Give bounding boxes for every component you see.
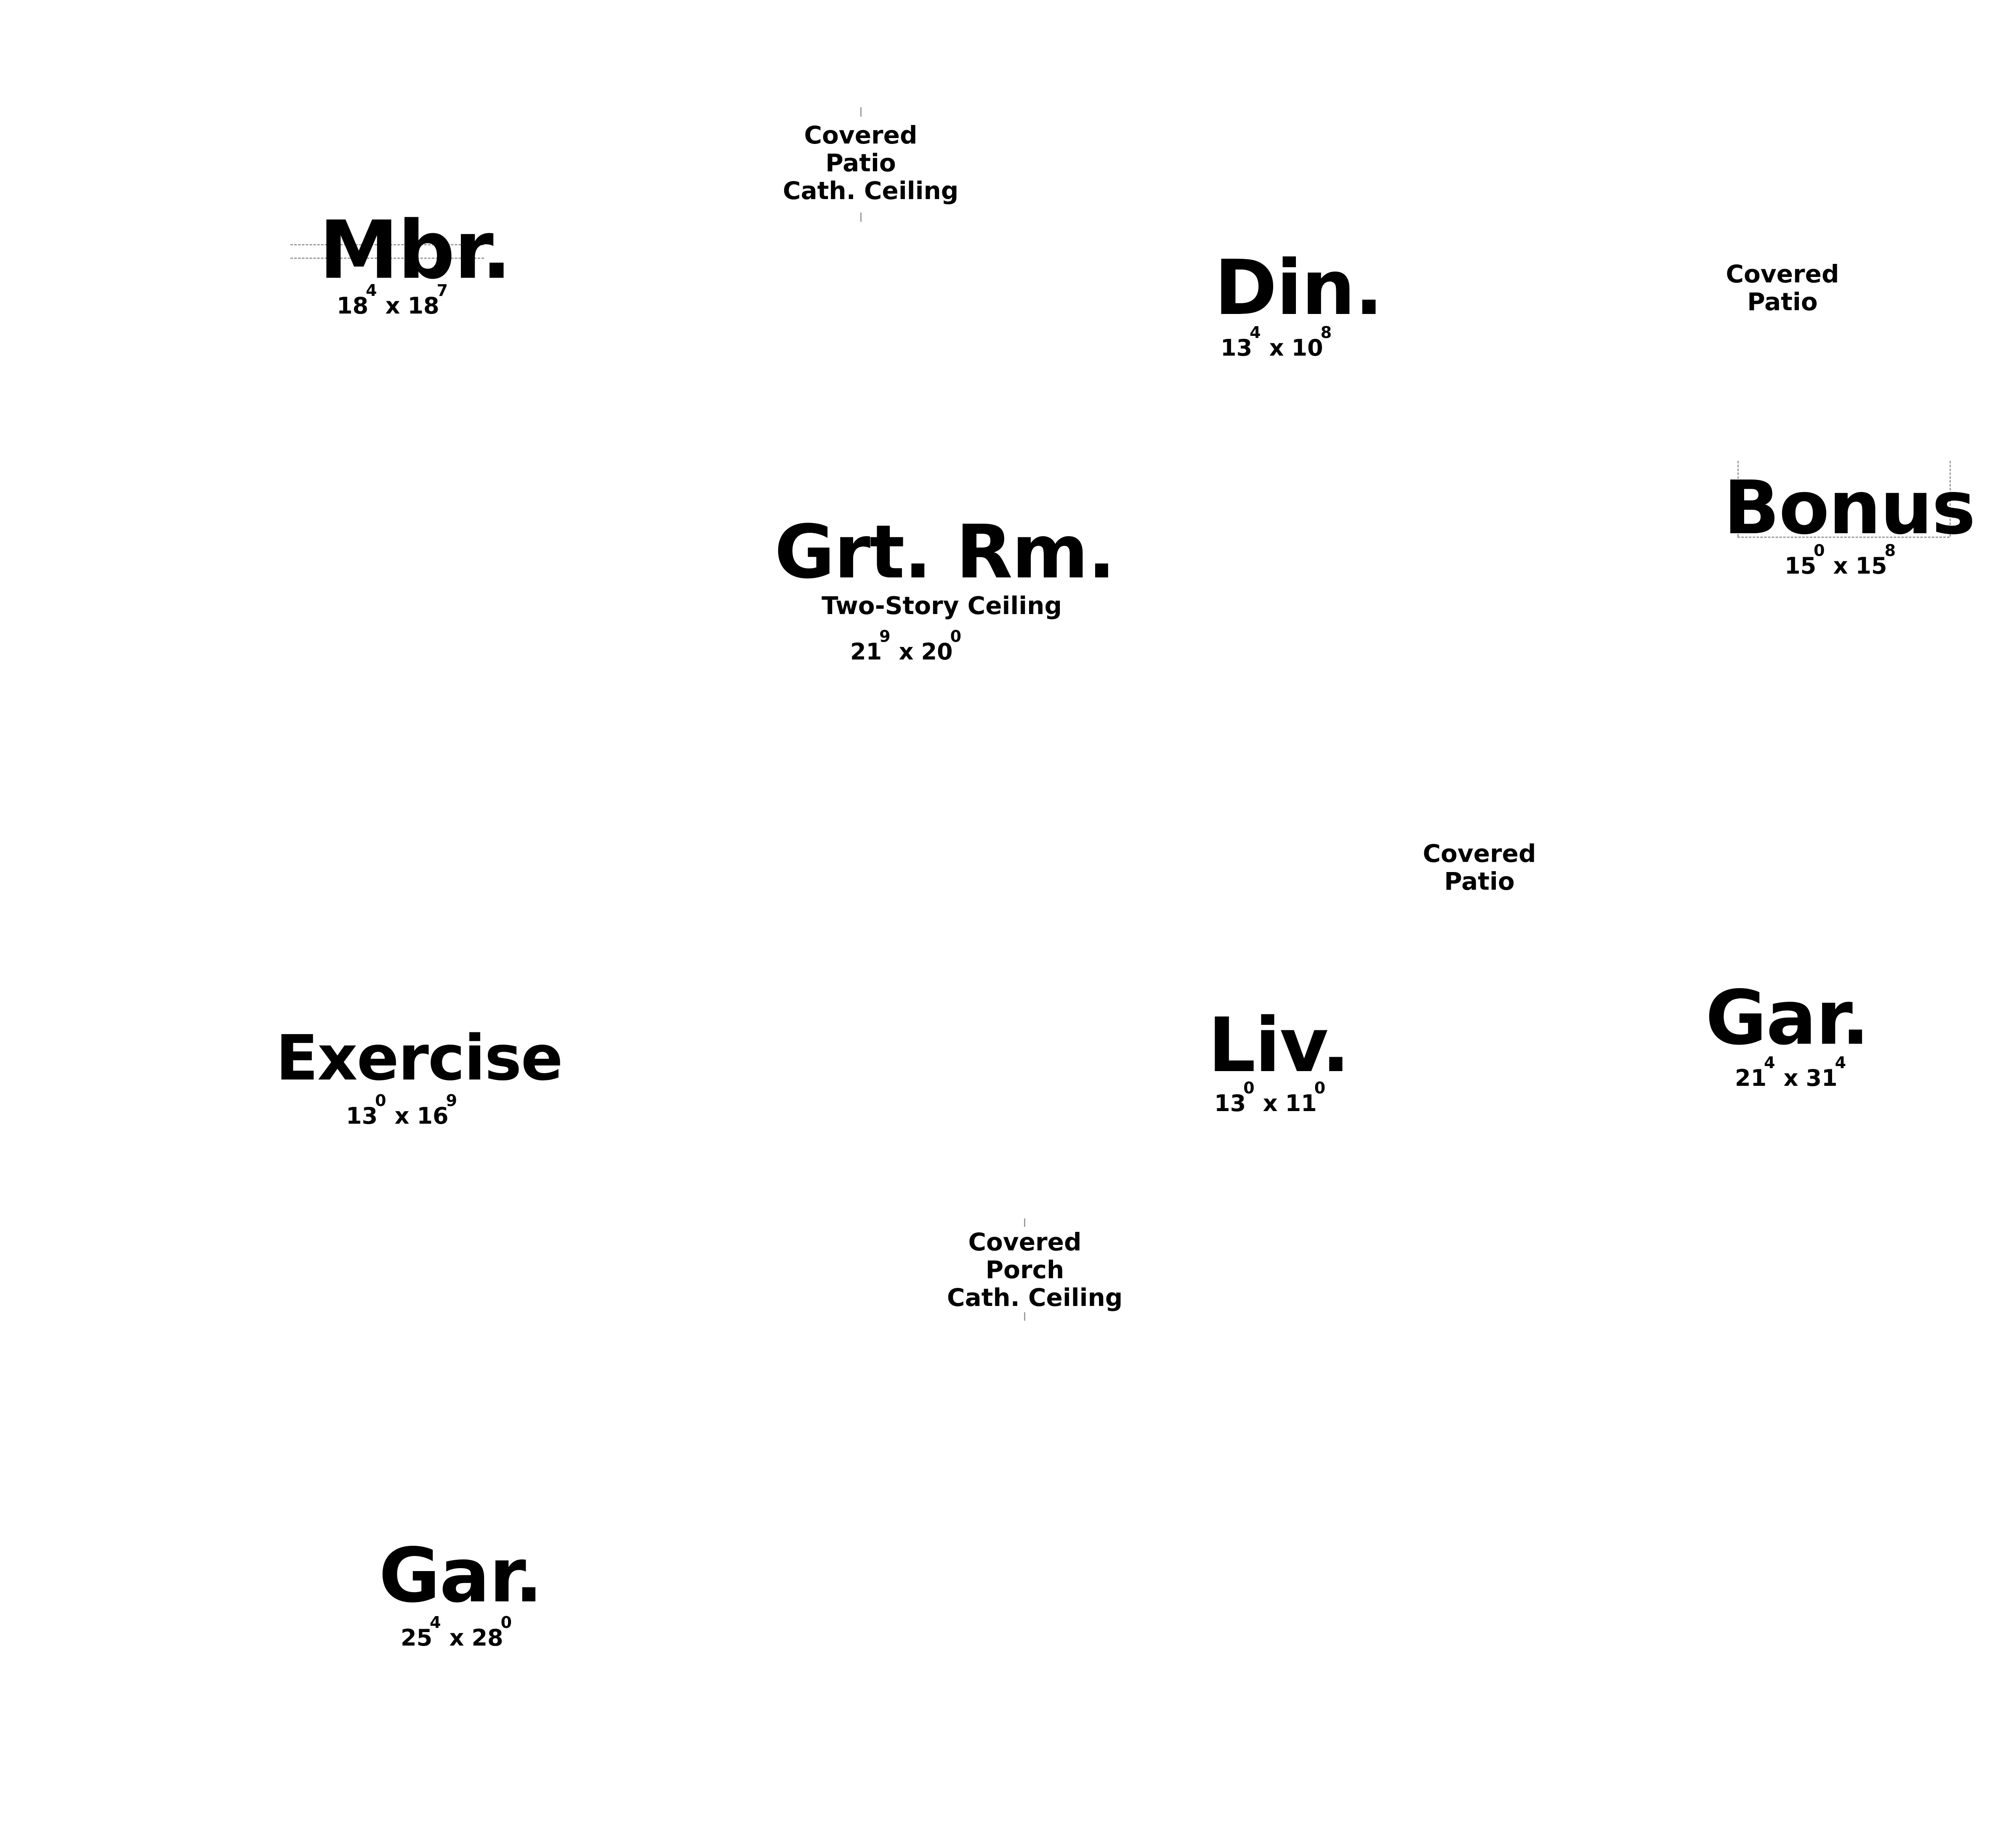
dim-width-inches: 4: [1764, 1053, 1775, 1072]
room-name-exercise: Exercise: [276, 1022, 563, 1094]
dim-height-inches: 7: [436, 281, 448, 300]
note-line: Cath. Ceiling: [783, 176, 959, 205]
room-name-mbr: Mbr.: [319, 204, 512, 297]
dim-height-inches: 8: [1884, 541, 1896, 560]
dim-height-inches: 4: [1835, 1053, 1846, 1072]
note-line: Covered: [804, 121, 918, 149]
dim-width: 21: [1735, 1065, 1767, 1091]
porch-tick-lower: [1024, 1312, 1025, 1321]
dim-width: 25: [401, 1625, 433, 1651]
dim-width: 21: [850, 638, 882, 665]
bonus-dash-line: [1737, 461, 1739, 537]
room-dim-exercise: 130x 169: [346, 1093, 458, 1129]
dim-height: 11: [1285, 1090, 1317, 1117]
dim-width-inches: 4: [430, 1613, 441, 1632]
patio-top-tick-lower: [860, 213, 862, 222]
room-name-gar-left: Gar.: [379, 1532, 543, 1619]
dim-sep: x: [1833, 553, 1848, 579]
covered-porch-label: Covered Porch Cath. Ceiling: [947, 1228, 1123, 1312]
dim-sep: x: [1263, 1090, 1278, 1117]
dim-width: 18: [337, 292, 369, 319]
dim-sep: x: [394, 1103, 410, 1129]
dim-sep: x: [385, 292, 400, 319]
covered-patio-mid-label: Covered Patio: [1402, 840, 1557, 895]
note-line: Porch: [985, 1255, 1064, 1284]
dim-sep: x: [449, 1625, 464, 1651]
covered-patio-top-label: Covered Patio Cath. Ceiling: [783, 121, 959, 205]
room-name-liv: Liv.: [1208, 1002, 1350, 1089]
note-line: Patio: [1444, 867, 1515, 896]
dim-height-inches: 9: [446, 1091, 458, 1110]
dim-height: 15: [1855, 553, 1887, 579]
dim-sep: x: [1783, 1065, 1798, 1091]
dim-height: 20: [921, 638, 953, 665]
dim-height: 18: [407, 292, 439, 319]
dim-height: 28: [471, 1625, 503, 1651]
dim-height: 10: [1291, 335, 1323, 361]
note-line: Covered: [1726, 260, 1839, 288]
room-dim-grt: 219x 200: [850, 628, 962, 665]
dim-height-inches: 8: [1320, 323, 1332, 342]
bonus-dash-line: [1950, 461, 1951, 537]
dim-width-inches: 9: [879, 627, 891, 646]
dim-width: 13: [1214, 1090, 1246, 1117]
dim-height-inches: 0: [950, 627, 962, 646]
dim-height: 16: [417, 1103, 449, 1129]
patio-top-tick-upper: [860, 107, 862, 117]
dim-height: 31: [1806, 1065, 1838, 1091]
note-line: Cath. Ceiling: [947, 1283, 1123, 1312]
dim-height-inches: 0: [1314, 1079, 1326, 1097]
dim-sep: x: [899, 638, 914, 665]
porch-tick-upper: [1024, 1218, 1025, 1227]
dim-height-inches: 0: [500, 1613, 512, 1632]
note-line: Patio: [825, 149, 896, 177]
room-dim-gar-left: 254x 280: [401, 1614, 513, 1651]
bonus-dash-line: [1737, 537, 1950, 538]
dim-width-inches: 0: [1243, 1079, 1255, 1097]
note-line: Covered: [1423, 839, 1536, 868]
room-name-bonus: Bonus: [1724, 465, 1976, 551]
dim-width: 13: [346, 1103, 378, 1129]
dim-width: 13: [1221, 335, 1253, 361]
room-name-grt: Grt. Rm.: [774, 510, 1116, 595]
dim-width-inches: 0: [1814, 541, 1825, 560]
dim-sep: x: [1269, 335, 1284, 361]
dim-width: 15: [1785, 553, 1817, 579]
room-name-gar-right: Gar.: [1705, 974, 1870, 1061]
mbr-dash-line: [290, 244, 484, 245]
note-line: Covered: [968, 1228, 1082, 1256]
note-line: Patio: [1747, 287, 1818, 316]
covered-patio-right-label: Covered Patio: [1705, 260, 1860, 316]
room-name-din: Din.: [1214, 244, 1383, 332]
room-note-grt: Two-Story Ceiling: [822, 591, 1062, 620]
dim-width-inches: 4: [366, 281, 377, 300]
dim-width-inches: 4: [1250, 323, 1261, 342]
mbr-dash-line: [290, 258, 484, 259]
dim-width-inches: 0: [375, 1091, 386, 1110]
room-dim-din: 134x 108: [1221, 324, 1333, 361]
